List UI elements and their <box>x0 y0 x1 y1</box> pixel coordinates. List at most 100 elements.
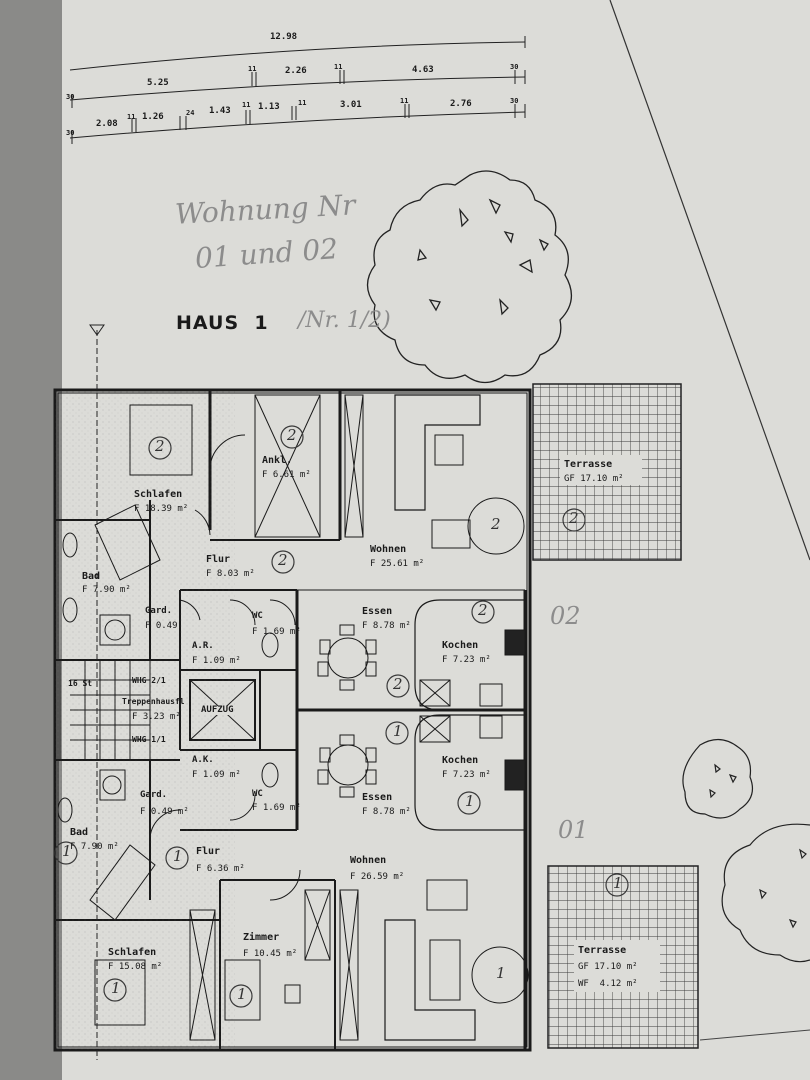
tree-small-right <box>682 738 753 819</box>
area-kochen-01: F 7.23 m² <box>442 770 491 780</box>
room-ak-01: A.K. <box>192 755 214 765</box>
room-schlafen-01: Schlafen <box>108 947 157 958</box>
area-essen-01: F 8.78 m² <box>362 807 411 817</box>
dim-r2-0: 30 <box>66 93 75 101</box>
marker-schlafen-02: 2 <box>155 437 165 455</box>
dim-r2-3: 2.26 <box>285 66 307 76</box>
dim-r3-10: 11 <box>400 97 409 105</box>
marker-flur-02: 2 <box>278 551 288 569</box>
stair-whg11: WHG 1/1 <box>132 735 166 744</box>
dim-r3-0: 30 <box>66 129 75 137</box>
room-bad-01: Bad <box>70 827 89 838</box>
dim-r3-4: 24 <box>186 109 195 117</box>
dining-chairs <box>317 624 377 798</box>
area-schlafen-01: F 15.08 m² <box>108 962 163 972</box>
unit-markers <box>54 425 629 1008</box>
dim-r3-3: 1.26 <box>142 112 164 122</box>
room-essen-02: Essen <box>362 606 393 617</box>
handwritten-unit-02: 02 <box>550 602 581 630</box>
dim-r3-8: 11 <box>298 99 307 107</box>
area-flur-02: F 8.03 m² <box>206 569 255 579</box>
dimension-chains <box>69 36 526 144</box>
area-schlafen-02: F 18.39 m² <box>134 504 189 514</box>
site-boundary-line <box>609 0 810 561</box>
room-flur-01: Flur <box>196 846 221 857</box>
elevator-label: AUFZUG <box>201 705 234 715</box>
dim-r3-2: 11 <box>127 113 136 121</box>
tree-partial-right <box>721 823 810 963</box>
terrasse-02-label-bg <box>560 455 642 485</box>
dim-r3-1: 2.08 <box>96 119 118 129</box>
room-ar-02: A.R. <box>192 641 214 651</box>
room-wc-02: WC <box>252 611 263 621</box>
handwritten-house-note: /Nr. 1/2) <box>298 308 391 333</box>
room-wc-01: WC <box>252 789 263 799</box>
marker-zimmer-01: 1 <box>237 985 247 1003</box>
dim-r3-6: 11 <box>242 101 251 109</box>
area-ankl-02: F 6.61 m² <box>262 470 311 480</box>
terrasse-01-label-bg <box>574 940 660 992</box>
area-flur-01: F 6.36 m² <box>196 864 245 874</box>
site-boundary-bottom <box>699 1029 810 1041</box>
room-gard-02: Gard. <box>145 606 173 616</box>
room-flur-02: Flur <box>206 554 231 565</box>
room-wohnen-01: Wohnen <box>350 855 387 866</box>
marker-essen-02: 2 <box>393 675 403 693</box>
marker-kochen-01: 1 <box>465 792 475 810</box>
area-terrasse-01-wf: WF 4.12 m² <box>578 979 638 989</box>
stair-area: F 3.23 m² <box>132 712 181 722</box>
area-gard-01: F 0.49 m² <box>140 807 189 817</box>
paper-left-edge <box>0 0 62 1080</box>
dim-r3-7: 1.13 <box>258 102 280 112</box>
area-wc-01: F 1.69 m² <box>252 803 301 813</box>
room-kochen-01: Kochen <box>442 755 479 766</box>
area-wohnen-01: F 26.59 m² <box>350 872 405 882</box>
marker-essen-01: 1 <box>393 722 403 740</box>
dim-r3-12: 30 <box>510 97 519 105</box>
room-zimmer-01: Zimmer <box>243 932 280 943</box>
area-bad-01: F 7.90 m² <box>70 842 119 852</box>
room-schlafen-02: Schlafen <box>134 489 183 500</box>
stair-whg21: WHG 2/1 <box>132 676 166 685</box>
dim-r2-4: 11 <box>334 63 343 71</box>
marker-bad-01: 1 <box>62 842 72 860</box>
handwritten-unit-01: 01 <box>558 816 589 844</box>
room-terrasse-02: Terrasse <box>564 459 613 470</box>
marker-kochen-02: 2 <box>478 601 488 619</box>
marker-wohnen-02: 2 <box>491 515 501 533</box>
marker-schlafen-01: 1 <box>111 979 121 997</box>
area-terrasse-01: GF 17.10 m² <box>578 962 638 972</box>
stair-steps: 16 St <box>68 679 93 688</box>
room-kochen-02: Kochen <box>442 640 479 651</box>
room-wohnen-02: Wohnen <box>370 544 407 555</box>
house-title: HAUS 1 <box>176 312 269 334</box>
marker-ankl-02: 2 <box>287 426 297 444</box>
marker-terrasse-01: 1 <box>613 874 623 892</box>
tree-large <box>366 170 572 384</box>
area-wc-02: F 1.69 m² <box>252 627 301 637</box>
copy-noise <box>55 390 235 1050</box>
marker-terrasse-02: 2 <box>569 509 579 527</box>
area-ak-01: F 1.09 m² <box>192 770 241 780</box>
dim-r3-11: 2.76 <box>450 99 472 109</box>
dim-r2-2: 11 <box>248 65 257 73</box>
room-ankl-02: Ankl. <box>262 455 293 466</box>
dim-total: 12.98 <box>270 32 298 42</box>
area-gard-02: F 0.49 <box>145 621 178 631</box>
room-terrasse-01: Terrasse <box>578 945 627 956</box>
stair-treppenhaus: Treppenhausfl <box>122 697 185 706</box>
dim-r2-1: 5.25 <box>147 78 169 88</box>
room-bad-02: Bad <box>82 571 101 582</box>
dim-r2-6: 30 <box>510 63 519 71</box>
room-essen-01: Essen <box>362 792 393 803</box>
area-ar-02: F 1.09 m² <box>192 656 241 666</box>
dim-r3-9: 3.01 <box>340 100 362 110</box>
area-kochen-02: F 7.23 m² <box>442 655 491 665</box>
marker-flur-01: 1 <box>173 847 183 865</box>
dim-r3-5: 1.43 <box>209 106 231 116</box>
room-gard-01: Gard. <box>140 790 168 800</box>
marker-wohnen-01: 1 <box>496 964 506 982</box>
area-essen-02: F 8.78 m² <box>362 621 411 631</box>
